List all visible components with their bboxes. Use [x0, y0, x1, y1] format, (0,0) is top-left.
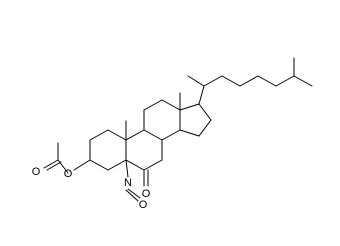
bond [179, 129, 200, 137]
bond [275, 75, 295, 87]
bond [107, 129, 127, 141]
bond [125, 189, 139, 202]
bond [43, 159, 59, 169]
bond [143, 129, 163, 141]
bond [89, 159, 109, 171]
bond [239, 75, 259, 87]
bond [125, 159, 145, 171]
atom-label: O [64, 168, 73, 180]
bond [125, 159, 129, 178]
atom-label: O [32, 166, 41, 178]
bond [293, 75, 313, 87]
bond [161, 99, 181, 111]
bond [187, 75, 205, 87]
bond [198, 103, 212, 121]
bond [89, 129, 109, 141]
bond [257, 75, 277, 87]
bond [143, 159, 163, 171]
bond [198, 119, 212, 137]
bond [46, 161, 62, 171]
bond [73, 159, 91, 171]
bond [203, 75, 223, 87]
bond [127, 188, 141, 199]
bond [125, 129, 145, 141]
bond [198, 85, 205, 105]
bond [57, 159, 69, 174]
bond [107, 159, 127, 171]
bond [143, 99, 163, 111]
bond [221, 75, 241, 87]
bond [179, 103, 200, 111]
atom-label: O [139, 199, 148, 211]
atom-label: O [142, 188, 151, 200]
atom-label: N [124, 177, 132, 189]
bond [161, 129, 181, 141]
